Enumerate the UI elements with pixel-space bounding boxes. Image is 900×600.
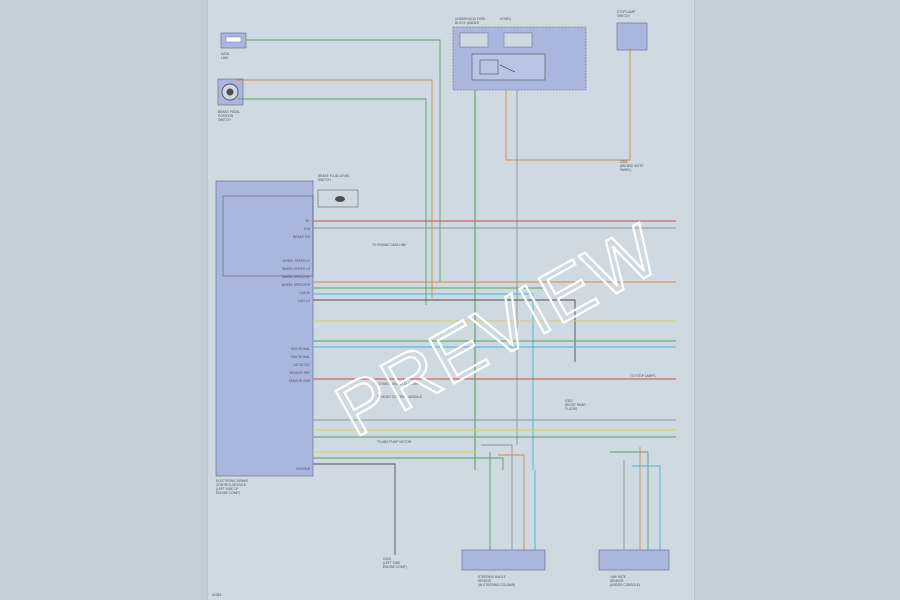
pin-label: LAT ACCEL (293, 363, 310, 367)
pin-label: WHEEL SPEED LR (282, 267, 311, 271)
pin-label: CAN LO (298, 299, 310, 303)
svg-text:(LEFT SIDE OF: (LEFT SIDE OF (216, 487, 238, 491)
steering-angle-sensor: STEERING ANGLE SENSOR (IN STEERING COLUM… (461, 549, 546, 587)
svg-text:G201: G201 (620, 160, 628, 164)
wire-harness (236, 39, 676, 555)
svg-text:TO ENGINE DATA LINK: TO ENGINE DATA LINK (372, 243, 407, 247)
pin-label: CAN HI (299, 291, 310, 295)
svg-text:CONTROL MODULE: CONTROL MODULE (216, 483, 246, 487)
svg-text:LINK: LINK (221, 56, 229, 60)
pin-label: SENSOR REF (289, 371, 310, 375)
svg-text:SENSOR: SENSOR (610, 579, 624, 583)
svg-text:HOOD): HOOD) (500, 17, 511, 21)
svg-text:STOP LAMP: STOP LAMP (617, 10, 635, 14)
inline-switch: BRAKE FLUID LEVEL SWITCH (317, 174, 359, 208)
svg-text:STEERING ANGLE: STEERING ANGLE (478, 575, 506, 579)
module-pin-labels: B+ IGN BRAKE SW WHEEL SPEED LF WHEEL SPEED L… (282, 219, 311, 471)
stop-lamp-switch: STOP LAMP SWITCH (616, 10, 648, 51)
svg-text:(BEHIND INSTR: (BEHIND INSTR (620, 164, 644, 168)
svg-text:PANEL): PANEL) (620, 168, 631, 172)
ground-g103: G103 (LEFT SIDE ENGINE COMP) (383, 557, 407, 569)
svg-text:(RIGHT REAR: (RIGHT REAR (565, 403, 586, 407)
pin-label: SAS SIGNAL (291, 347, 310, 351)
ground-g201: G201 (BEHIND INSTR PANEL) (620, 160, 644, 172)
svg-text:TO INSTRUMENT CLUSTER: TO INSTRUMENT CLUSTER (377, 382, 420, 386)
svg-text:G103: G103 (383, 557, 391, 561)
svg-text:SWITCH: SWITCH (318, 178, 331, 182)
svg-text:ENGINE COMP): ENGINE COMP) (216, 491, 240, 495)
main-module-label: ELECTRONIC BRAKE (216, 479, 248, 483)
top-left-connector-label: DATA (221, 52, 230, 56)
page-id: A0384 (212, 593, 221, 597)
svg-text:SWITCH: SWITCH (218, 118, 231, 122)
pin-label: YAW SIGNAL (291, 355, 311, 359)
svg-text:ENGINE COMP): ENGINE COMP) (383, 565, 407, 569)
underhood-fuse-block: UNDERHOOD FUSE BLOCK (UNDER HOOD) (452, 17, 587, 91)
svg-text:UNDERHOOD FUSE: UNDERHOOD FUSE (455, 17, 485, 21)
pin-label: BRAKE SW (293, 235, 310, 239)
svg-text:(IN STEERING COLUMN): (IN STEERING COLUMN) (478, 583, 515, 587)
svg-text:TO BODY CONTROL MODULE: TO BODY CONTROL MODULE (377, 395, 422, 399)
svg-text:SWITCH: SWITCH (617, 14, 630, 18)
svg-text:TO ABS PUMP MOTOR: TO ABS PUMP MOTOR (377, 440, 412, 444)
svg-text:YAW RATE: YAW RATE (610, 575, 626, 579)
ground-g302: G302 (RIGHT REAR FLOOR) (565, 399, 586, 411)
yaw-rate-sensor: YAW RATE SENSOR (UNDER CONSOLE) (598, 549, 670, 587)
svg-text:SENSOR: SENSOR (478, 579, 492, 583)
brake-pedal-switch: BRAKE PEDAL POSITION SWITCH (217, 78, 244, 122)
pin-label: WHEEL SPEED RF (282, 275, 310, 279)
pin-label: GROUND (296, 467, 311, 471)
pin-label: IGN (304, 227, 310, 231)
svg-text:(UNDER CONSOLE): (UNDER CONSOLE) (610, 583, 640, 587)
wire-notes: TO ENGINE DATA LINK TO INSTRUMENT CLUSTE… (372, 243, 656, 444)
svg-text:TO STOP LAMPS: TO STOP LAMPS (630, 374, 656, 378)
svg-text:G302: G302 (565, 399, 573, 403)
pin-label: SENSOR GND (289, 379, 311, 383)
svg-text:FLOOR): FLOOR) (565, 407, 577, 411)
svg-text:BLOCK (UNDER: BLOCK (UNDER (455, 21, 480, 25)
svg-text:POSITION: POSITION (218, 114, 234, 118)
top-left-connector: DATA LINK (220, 32, 247, 60)
pin-label: WHEEL SPEED RR (282, 283, 311, 287)
svg-text:(LEFT SIDE: (LEFT SIDE (383, 561, 400, 565)
pin-label: B+ (306, 219, 310, 223)
svg-text:BRAKE FLUID LEVEL: BRAKE FLUID LEVEL (318, 174, 350, 178)
svg-text:BRAKE PEDAL: BRAKE PEDAL (218, 110, 240, 114)
main-control-module: ELECTRONIC BRAKE CONTROL MODULE (LEFT SI… (215, 180, 314, 495)
pin-label: WHEEL SPEED LF (282, 259, 310, 263)
